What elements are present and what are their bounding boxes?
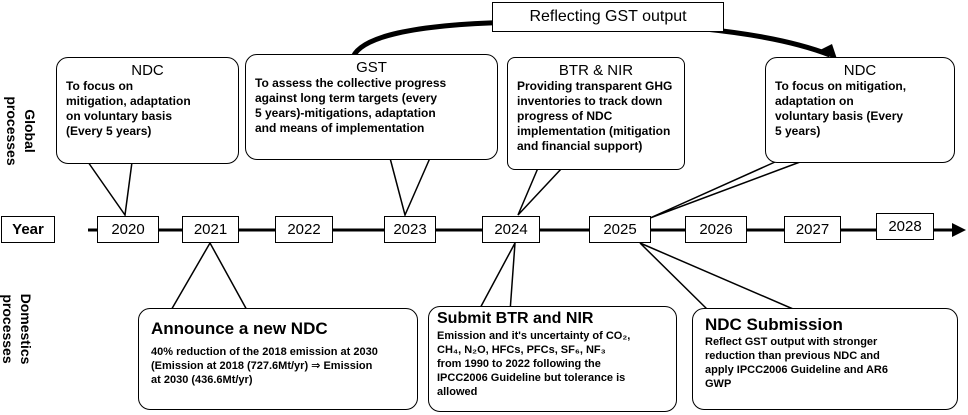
ndc-2025-line-4: 5 years): [775, 124, 821, 138]
submit-line-1: Emission and it's uncertainty of CO₂,: [437, 330, 631, 342]
announce-line-2: (Emission at 2018 (727.6Mt/yr) ⇒ Emissio…: [151, 360, 373, 372]
global-processes-label: Global processes: [1, 87, 39, 175]
ndc2020-tail: [87, 161, 133, 218]
gst-callout: GST To assess the collective progress ag…: [245, 54, 498, 160]
domestic-label-line-2: processes: [0, 294, 16, 364]
global-label-line-2: processes: [4, 96, 20, 166]
btr-nir-line-4: implementation (mitigation: [517, 124, 671, 138]
ndc-2020-callout: NDC To focus on mitigation, adaptation o…: [56, 57, 239, 164]
year-2028: 2028: [876, 213, 934, 240]
ndc-2025-line-3: voluntary basis (Every: [775, 109, 904, 123]
btr-tail: [517, 167, 563, 216]
ndc-2020-line-1: To focus on: [66, 79, 134, 93]
btr-nir-line-1: Providing transparent GHG: [517, 79, 673, 93]
timeline-arrowhead: [952, 223, 966, 237]
gst-line-2: against long term targets (every: [255, 91, 438, 105]
domestic-label-line-1: Domestics: [18, 293, 34, 365]
ndc-submission-line-4: GWP: [705, 378, 732, 390]
announce-tail: [169, 241, 249, 313]
year-2021: 2021: [182, 216, 239, 243]
ndc-submission-line-1: Reflect GST output with stronger: [705, 336, 878, 348]
announce-ndc-callout: Announce a new NDC 40% reduction of the …: [138, 308, 418, 410]
ndc-2020-line-2: mitigation, adaptation: [66, 94, 191, 108]
ndcsub-tail: [639, 242, 801, 313]
ndc-2020-title: NDC: [131, 62, 164, 79]
year-2020: 2020: [97, 216, 159, 243]
submit-line-4: IPCC2006 Guideline but tolerance is: [437, 372, 626, 384]
btr-nir-callout: BTR & NIR Providing transparent GHG inve…: [507, 57, 685, 170]
global-label-line-1: Global: [22, 109, 38, 153]
year-2026: 2026: [685, 216, 747, 243]
btr-nir-title: BTR & NIR: [558, 62, 634, 79]
submit-line-5: allowed: [437, 386, 478, 398]
btr-nir-line-2: inventories to track down: [517, 94, 663, 108]
submit-btr-nir-callout: Submit BTR and NIR Emission and it's unc…: [428, 306, 677, 412]
year-2027: 2027: [784, 216, 841, 243]
ndc-2025-line-1: To focus on mitigation,: [775, 79, 907, 93]
submit-line-2: CH₄, N₂O, HFCs, PFCs, SF₆, NF₃: [437, 344, 606, 356]
year-2022: 2022: [275, 216, 333, 243]
submit-line-3: from 1990 to 2022 following the: [437, 358, 601, 370]
gst-tail: [389, 157, 431, 218]
ndc-submission-line-3: apply IPCC2006 Guideline and AR6: [705, 364, 888, 376]
announce-line-3: at 2030 (436.6Mt/yr): [151, 374, 253, 386]
btr-nir-line-5: and financial support): [517, 139, 643, 153]
year-2023: 2023: [384, 216, 436, 243]
submit-btr-nir-title: Submit BTR and NIR: [437, 310, 594, 327]
reflecting-gst-banner: Reflecting GST output: [492, 2, 724, 32]
ndc-2025-line-2: adaptation on: [775, 94, 854, 108]
ndc-submission-line-2: reduction than previous NDC and: [705, 350, 880, 362]
gst-line-1: To assess the collective progress: [255, 76, 447, 90]
year-label: Year: [1, 216, 55, 243]
ndc-2020-line-4: (Every 5 years): [66, 124, 152, 138]
submit-tail: [477, 242, 516, 313]
year-2025: 2025: [589, 216, 651, 243]
ndc-2025-callout: NDC To focus on mitigation, adaptation o…: [765, 57, 955, 163]
announce-line-1: 40% reduction of the 2018 emission at 20…: [151, 346, 378, 358]
ndc-2025-title: NDC: [843, 62, 877, 79]
ndc-submission-title: NDC Submission: [705, 315, 843, 334]
gst-title: GST: [356, 59, 387, 76]
ndc-submission-callout: NDC Submission Reflect GST output with s…: [692, 308, 958, 410]
gst-line-4: and means of implementation: [255, 121, 425, 135]
domestic-processes-label: Domestics processes: [0, 279, 35, 379]
ndc2025-tail: [649, 161, 801, 219]
ndc-2020-line-3: on voluntary basis: [66, 109, 173, 123]
gst-line-3: 5 years)-mitigations, adaptation: [255, 106, 436, 120]
announce-ndc-title: Announce a new NDC: [151, 319, 328, 338]
year-2024: 2024: [482, 216, 540, 243]
btr-nir-line-3: progress of NDC: [517, 109, 613, 123]
